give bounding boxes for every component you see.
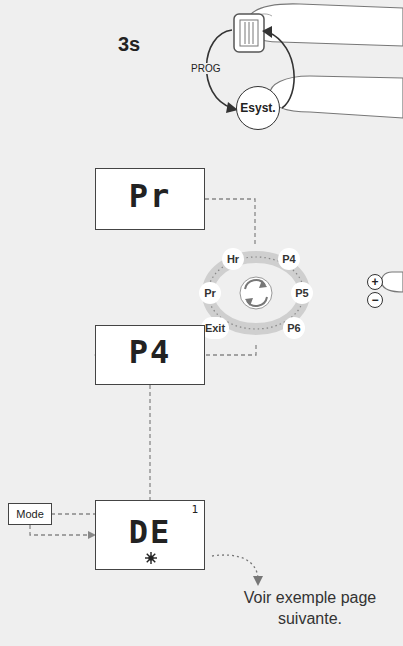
dial-option: P4 [278,248,300,270]
display-text: DE [96,513,204,551]
button-label: Esyst. [240,102,275,114]
display-index: 1 [191,503,198,516]
dial-option: Exit [201,317,229,339]
mode-label: Mode [16,508,44,520]
minus-button: − [367,292,383,308]
lcd-display: DE1 [95,500,205,570]
menu-dial: Hr P4Pr P5Exit P6 [195,245,317,345]
prog-label: PROG [190,63,221,74]
button-label: + [371,276,378,288]
display-text: P4 [96,333,204,371]
lcd-display: Pr [95,168,205,230]
esyst-button: Esyst. [236,86,280,130]
dial-option: P6 [283,317,305,339]
sun-icon [144,551,158,565]
plus-button: + [367,274,383,290]
display-text: Pr [96,177,204,215]
dashed-connector [30,525,95,535]
lcd-display: P4 [95,325,205,385]
dial-option: P5 [291,282,313,304]
dashed-connector [205,199,255,245]
note-text: Voir exemple page suivante. [240,588,380,630]
duration-label: 3s [118,33,140,56]
dial-option: Hr [222,248,244,270]
dial-option: Pr [199,282,221,304]
dashed-connector [52,385,150,514]
button-label: − [371,294,378,306]
mode-key: Mode [8,503,52,525]
